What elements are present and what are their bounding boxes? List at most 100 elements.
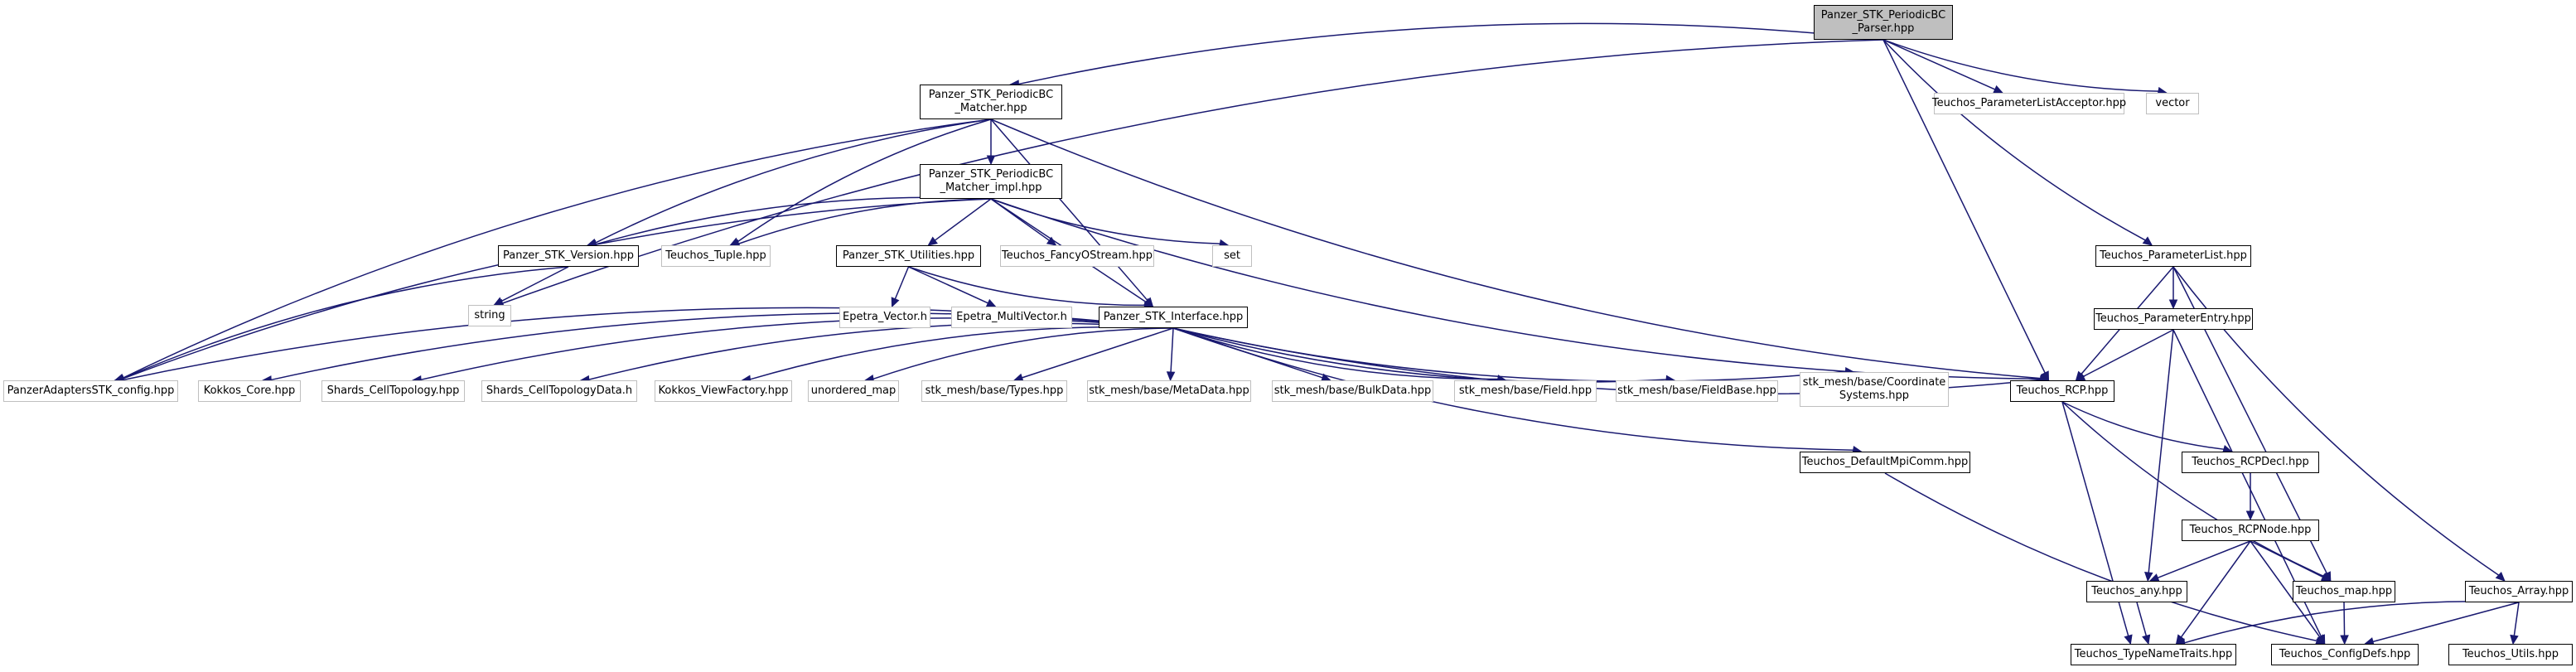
node-label: Teuchos_Array.hpp (2468, 585, 2569, 597)
node-label: unordered_map (810, 384, 897, 397)
node-label: Teuchos_ParameterEntry.hpp (2095, 312, 2251, 325)
node-bulkdata[interactable]: stk_mesh/base/BulkData.hpp (1272, 380, 1433, 402)
node-label: string (474, 309, 505, 321)
node-utilities[interactable]: Panzer_STK_Utilities.hpp (836, 245, 981, 267)
node-string[interactable]: string (468, 305, 511, 326)
edge-rcpnode-to-configdefs (2250, 540, 2326, 645)
edge-root-to-rcp (1882, 39, 2050, 382)
edge-matcher-impl-to-config (114, 198, 992, 384)
node-config[interactable]: PanzerAdaptersSTK_config.hpp (3, 380, 178, 402)
node-utils[interactable]: Teuchos_Utils.hpp (2448, 644, 2573, 665)
node-fancy[interactable]: Teuchos_FancyOStream.hpp (1000, 245, 1154, 267)
node-rcpdecl[interactable]: Teuchos_RCPDecl.hpp (2182, 452, 2319, 473)
edge-root-to-paramlist (1882, 39, 2153, 246)
node-label: Teuchos_RCPDecl.hpp (2192, 456, 2309, 468)
edge-matcher-impl-to-utilities (927, 198, 992, 246)
node-label: Teuchos_any.hpp (2091, 585, 2182, 597)
node-label: Kokkos_Core.hpp (203, 384, 296, 397)
node-matcher-impl[interactable]: Panzer_STK_PeriodicBC _Matcher_impl.hpp (920, 164, 1062, 199)
node-label: Teuchos_ConfigDefs.hpp (2279, 648, 2411, 660)
node-label: Teuchos_RCP.hpp (2016, 384, 2109, 397)
node-fieldbase[interactable]: stk_mesh/base/FieldBase.hpp (1616, 380, 1778, 402)
edge-version-to-string (493, 266, 569, 306)
edge-matcher-to-interface (990, 118, 1154, 307)
node-types[interactable]: stk_mesh/base/Types.hpp (921, 380, 1067, 402)
node-kokkos-core[interactable]: Kokkos_Core.hpp (198, 380, 301, 402)
node-shards-ctd[interactable]: Shards_CellTopologyData.h (481, 380, 637, 402)
node-acceptor[interactable]: Teuchos_ParameterListAcceptor.hpp (1931, 93, 2127, 114)
node-label: PanzerAdaptersSTK_config.hpp (7, 384, 175, 397)
node-label: stk_mesh/base/Types.hpp (925, 384, 1064, 397)
node-rcp[interactable]: Teuchos_RCP.hpp (2010, 380, 2114, 402)
node-interface[interactable]: Panzer_STK_Interface.hpp (1099, 307, 1248, 328)
node-label: set (1224, 249, 1240, 262)
node-label: Teuchos_ParameterListAcceptor.hpp (1931, 97, 2127, 109)
node-typenametraits[interactable]: Teuchos_TypeNameTraits.hpp (2071, 644, 2236, 665)
node-field[interactable]: stk_mesh/base/Field.hpp (1454, 380, 1597, 402)
node-matcher[interactable]: Panzer_STK_PeriodicBC _Matcher.hpp (920, 85, 1062, 119)
edge-rcpnode-to-map (2250, 540, 2332, 582)
node-version[interactable]: Panzer_STK_Version.hpp (498, 245, 639, 267)
node-label: Panzer_STK_PeriodicBC _Parser.hpp (1820, 9, 1946, 35)
node-label: stk_mesh/base/Field.hpp (1458, 384, 1592, 397)
node-label: Teuchos_Utils.hpp (2462, 648, 2559, 660)
node-epetra-mv[interactable]: Epetra_MultiVector.h (951, 307, 1072, 328)
edge-root-to-matcher (1009, 22, 1884, 89)
node-any[interactable]: Teuchos_any.hpp (2086, 581, 2187, 602)
node-map[interactable]: Teuchos_map.hpp (2293, 581, 2395, 602)
node-paramentry[interactable]: Teuchos_ParameterEntry.hpp (2094, 308, 2253, 330)
node-kokkos-vf[interactable]: Kokkos_ViewFactory.hpp (655, 380, 792, 402)
edge-rcp-to-map (2061, 401, 2332, 582)
edge-interface-to-unordered-map (863, 327, 1174, 384)
node-label: Shards_CellTopologyData.h (486, 384, 633, 397)
edge-interface-to-field (1172, 327, 1507, 384)
edge-utilities-to-epetra-mv (908, 266, 997, 307)
node-label: Kokkos_ViewFactory.hpp (658, 384, 789, 397)
edge-interface-to-coordsys (1172, 327, 1855, 382)
node-epetra-vec[interactable]: Epetra_Vector.h (839, 307, 930, 328)
edge-utilities-to-interface (908, 266, 1154, 310)
node-label: Epetra_Vector.h (843, 311, 927, 323)
edge-root-to-acceptor (1882, 39, 2004, 94)
node-label: Panzer_STK_Interface.hpp (1103, 311, 1244, 323)
node-rcpnode[interactable]: Teuchos_RCPNode.hpp (2182, 520, 2319, 541)
node-label: stk_mesh/base/Coordinate Systems.hpp (1802, 376, 1946, 402)
node-coordsys[interactable]: stk_mesh/base/Coordinate Systems.hpp (1800, 372, 1949, 407)
node-label: Teuchos_FancyOStream.hpp (1001, 249, 1153, 262)
node-label: Shards_CellTopology.hpp (326, 384, 460, 397)
edge-matcher-impl-to-rcp (990, 198, 2050, 384)
edge-paramentry-to-rcp (2075, 329, 2174, 381)
edge-rcpdecl-to-rcpnode (2245, 473, 2255, 521)
node-shards-ct[interactable]: Shards_CellTopology.hpp (321, 380, 465, 402)
node-array[interactable]: Teuchos_Array.hpp (2465, 581, 2573, 602)
edge-mpicomm-to-configdefs (1884, 472, 2326, 645)
edge-matcher-impl-to-tuple (729, 198, 992, 249)
node-label: stk_mesh/base/BulkData.hpp (1274, 384, 1432, 397)
node-configdefs[interactable]: Teuchos_ConfigDefs.hpp (2271, 644, 2419, 665)
node-label: Panzer_STK_Version.hpp (502, 249, 635, 262)
node-unordered-map[interactable]: unordered_map (808, 380, 899, 402)
node-metadata[interactable]: stk_mesh/base/MetaData.hpp (1087, 380, 1251, 402)
node-root[interactable]: Panzer_STK_PeriodicBC _Parser.hpp (1814, 5, 1953, 40)
edge-map-to-configdefs (2340, 602, 2349, 645)
edge-interface-to-kokkos-vf (741, 326, 1174, 384)
node-label: Teuchos_map.hpp (2295, 585, 2393, 597)
node-label: vector (2155, 97, 2190, 109)
node-vector[interactable]: vector (2146, 93, 2199, 114)
node-label: Teuchos_Tuple.hpp (665, 249, 766, 262)
node-tuple[interactable]: Teuchos_Tuple.hpp (661, 245, 771, 267)
edge-rcp-to-rcpdecl (2061, 401, 2233, 454)
node-set[interactable]: set (1212, 245, 1252, 267)
node-label: Teuchos_RCPNode.hpp (2189, 524, 2312, 536)
node-label: Teuchos_DefaultMpiComm.hpp (1801, 456, 1969, 468)
node-label: Teuchos_TypeNameTraits.hpp (2074, 648, 2233, 660)
edge-interface-to-types (1013, 327, 1174, 382)
node-mpicomm[interactable]: Teuchos_DefaultMpiComm.hpp (1800, 452, 1970, 473)
edge-root-to-string (493, 39, 1884, 308)
edge-array-to-utils (2510, 602, 2520, 645)
node-label: Teuchos_ParameterList.hpp (2100, 249, 2247, 262)
node-paramlist[interactable]: Teuchos_ParameterList.hpp (2095, 245, 2251, 267)
edge-interface-to-metadata (1166, 327, 1176, 382)
edge-root-to-vector (1882, 39, 2168, 96)
